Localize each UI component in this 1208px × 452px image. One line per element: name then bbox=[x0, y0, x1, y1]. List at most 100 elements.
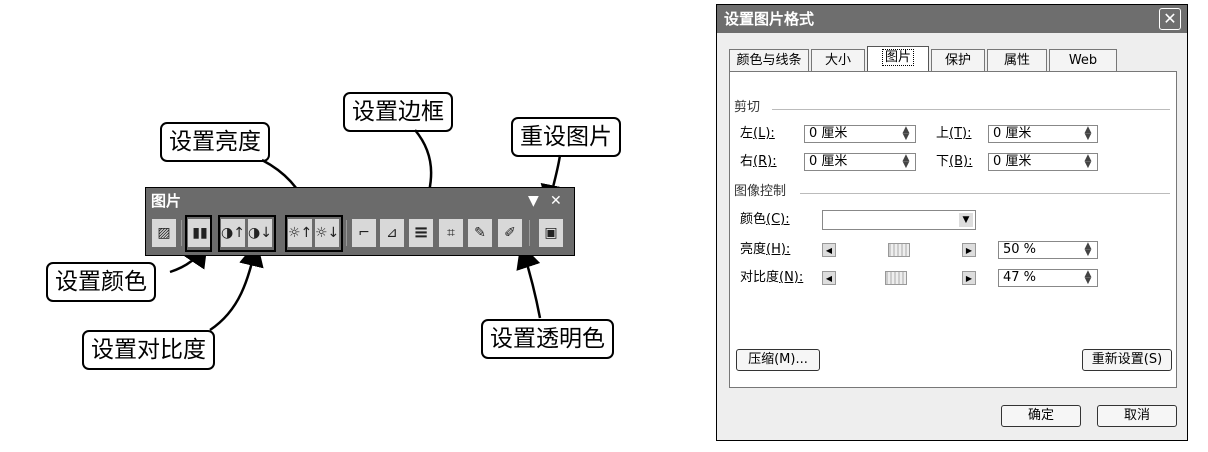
tab-properties[interactable]: 属性 bbox=[987, 49, 1047, 71]
less-brightness-icon: ☼↓ bbox=[315, 225, 340, 241]
divider bbox=[800, 193, 1170, 194]
spinner-arrows-icon[interactable]: ▲▼ bbox=[1084, 153, 1092, 170]
crop-bottom-field[interactable]: 0 厘米 ▲▼ bbox=[988, 153, 1098, 171]
reset-button[interactable]: 重新设置(S) bbox=[1082, 349, 1172, 371]
line-style-icon: ≡ bbox=[413, 222, 429, 243]
insert-picture-icon: ▨ bbox=[157, 225, 171, 241]
contrast-slider-thumb[interactable] bbox=[884, 271, 907, 285]
toolbar-title: 图片 bbox=[151, 192, 182, 210]
toolbar-separator bbox=[181, 220, 182, 246]
crop-left-value: 0 厘米 bbox=[809, 126, 848, 141]
more-contrast-button[interactable]: ◑↑ bbox=[221, 219, 245, 247]
toolbar-buttons: ▨ ▮▮ ◑↑ ◑↓ ☼↑ ☼↓ ⌐ ⊿ ≡ ⌗ ✎ ✐ ▣ bbox=[150, 217, 570, 251]
tab-picture-label: 图片 bbox=[881, 49, 914, 66]
set-transparent-color-button[interactable]: ✐ bbox=[498, 219, 522, 247]
callout-contrast: 设置对比度 bbox=[82, 330, 215, 370]
cancel-button[interactable]: 取消 bbox=[1097, 405, 1177, 427]
crop-left-field[interactable]: 0 厘米 ▲▼ bbox=[804, 125, 916, 143]
rotate-button[interactable]: ⊿ bbox=[380, 219, 404, 247]
toolbar-close-icon[interactable]: ✕ bbox=[550, 193, 562, 209]
toolbar-separator bbox=[529, 220, 530, 246]
ok-button[interactable]: 确定 bbox=[1001, 405, 1081, 427]
contrast-value: 47 % bbox=[1003, 270, 1037, 285]
tab-size[interactable]: 大小 bbox=[811, 49, 865, 71]
arrow-transparent bbox=[516, 243, 542, 319]
chevron-down-icon[interactable]: ▼ bbox=[959, 213, 973, 227]
crop-right-label: 右(R): bbox=[740, 154, 777, 169]
tab-protection[interactable]: 保护 bbox=[931, 49, 985, 71]
more-contrast-icon: ◑↑ bbox=[221, 225, 245, 241]
contrast-label: 对比度(N): bbox=[740, 270, 804, 285]
crop-section-title: 剪切 bbox=[734, 100, 761, 115]
contrast-field[interactable]: 47 % ▲▼ bbox=[998, 269, 1098, 287]
format-picture-button[interactable]: ✎ bbox=[468, 219, 492, 247]
crop-icon: ⌐ bbox=[358, 225, 370, 241]
dialog-titlebar: 设置图片格式 ✕ bbox=[717, 5, 1187, 33]
insert-picture-button[interactable]: ▨ bbox=[152, 219, 176, 247]
color-dropdown[interactable]: ▼ bbox=[822, 210, 976, 230]
color-label: 颜色(C): bbox=[740, 212, 790, 227]
scroll-right-icon[interactable]: ▶ bbox=[962, 243, 976, 257]
crop-right-field[interactable]: 0 厘米 ▲▼ bbox=[804, 153, 916, 171]
scroll-right-icon[interactable]: ▶ bbox=[962, 271, 976, 285]
format-picture-icon: ✎ bbox=[474, 225, 486, 241]
tab-colors-lines[interactable]: 颜色与线条 bbox=[729, 49, 809, 71]
set-transparent-color-icon: ✐ bbox=[504, 225, 516, 241]
compress-pictures-button[interactable]: ⌗ bbox=[439, 219, 463, 247]
crop-right-value: 0 厘米 bbox=[809, 154, 848, 169]
brightness-slider-thumb[interactable] bbox=[888, 243, 910, 257]
arrow-contrast bbox=[209, 241, 264, 332]
close-icon[interactable]: ✕ bbox=[1159, 8, 1181, 30]
reset-picture-button[interactable]: ▣ bbox=[539, 219, 563, 247]
brightness-value: 50 % bbox=[1003, 242, 1037, 257]
line-style-button[interactable]: ≡ bbox=[409, 219, 433, 247]
toolbar-options-icon[interactable]: ▼ bbox=[528, 193, 539, 209]
compress-icon: ⌗ bbox=[447, 225, 455, 241]
callout-reset-picture: 重设图片 bbox=[511, 117, 621, 157]
crop-left-label: 左(L): bbox=[740, 126, 775, 141]
picture-toolbar: 图片 ▼ ✕ ▨ ▮▮ ◑↑ ◑↓ ☼↑ ☼↓ ⌐ ⊿ ≡ ⌗ ✎ ✐ ▣ bbox=[145, 187, 575, 256]
crop-bottom-value: 0 厘米 bbox=[993, 154, 1032, 169]
color-button[interactable]: ▮▮ bbox=[188, 219, 212, 247]
crop-top-label: 上(T): bbox=[936, 126, 972, 141]
brightness-label: 亮度(H): bbox=[740, 242, 791, 257]
callout-transparent-color: 设置透明色 bbox=[481, 319, 614, 359]
callout-border: 设置边框 bbox=[343, 92, 453, 132]
toolbar-separator bbox=[346, 220, 347, 246]
highlight-contrast bbox=[218, 215, 276, 252]
spinner-arrows-icon[interactable]: ▲▼ bbox=[1084, 269, 1092, 286]
less-brightness-button[interactable]: ☼↓ bbox=[315, 219, 339, 247]
rotate-icon: ⊿ bbox=[386, 225, 398, 241]
highlight-color bbox=[185, 215, 212, 252]
divider bbox=[772, 109, 1170, 110]
format-picture-dialog: 设置图片格式 ✕ 颜色与线条 大小 图片 保护 属性 Web 剪切 左(L): … bbox=[716, 4, 1188, 441]
callout-brightness: 设置亮度 bbox=[160, 122, 270, 162]
more-brightness-button[interactable]: ☼↑ bbox=[288, 219, 312, 247]
tab-picture[interactable]: 图片 bbox=[867, 46, 929, 72]
spinner-arrows-icon[interactable]: ▲▼ bbox=[1084, 241, 1092, 258]
reset-picture-icon: ▣ bbox=[544, 225, 558, 241]
image-control-section-title: 图像控制 bbox=[734, 184, 787, 199]
color-icon: ▮▮ bbox=[192, 225, 208, 241]
spinner-arrows-icon[interactable]: ▲▼ bbox=[902, 153, 910, 170]
crop-top-value: 0 厘米 bbox=[993, 126, 1032, 141]
scroll-left-icon[interactable]: ◀ bbox=[822, 243, 836, 257]
spinner-arrows-icon[interactable]: ▲▼ bbox=[902, 125, 910, 142]
dialog-title: 设置图片格式 bbox=[724, 10, 815, 28]
callout-color: 设置颜色 bbox=[46, 262, 156, 302]
crop-top-field[interactable]: 0 厘米 ▲▼ bbox=[988, 125, 1098, 143]
spinner-arrows-icon[interactable]: ▲▼ bbox=[1084, 125, 1092, 142]
tab-web[interactable]: Web bbox=[1049, 49, 1117, 71]
brightness-slider[interactable]: ◀ ▶ bbox=[822, 242, 976, 258]
brightness-field[interactable]: 50 % ▲▼ bbox=[998, 241, 1098, 259]
crop-button[interactable]: ⌐ bbox=[352, 219, 376, 247]
less-contrast-icon: ◑↓ bbox=[248, 225, 272, 241]
compress-button[interactable]: 压缩(M)... bbox=[736, 349, 820, 371]
more-brightness-icon: ☼↑ bbox=[288, 225, 313, 241]
scroll-left-icon[interactable]: ◀ bbox=[822, 271, 836, 285]
picture-tab-panel: 剪切 左(L): 0 厘米 ▲▼ 上(T): 0 厘米 ▲▼ 右(R): 0 厘米 ▲… bbox=[729, 71, 1177, 388]
crop-bottom-label: 下(B): bbox=[936, 154, 973, 169]
less-contrast-button[interactable]: ◑↓ bbox=[248, 219, 272, 247]
contrast-slider[interactable]: ◀ ▶ bbox=[822, 270, 976, 286]
highlight-brightness bbox=[285, 215, 343, 252]
